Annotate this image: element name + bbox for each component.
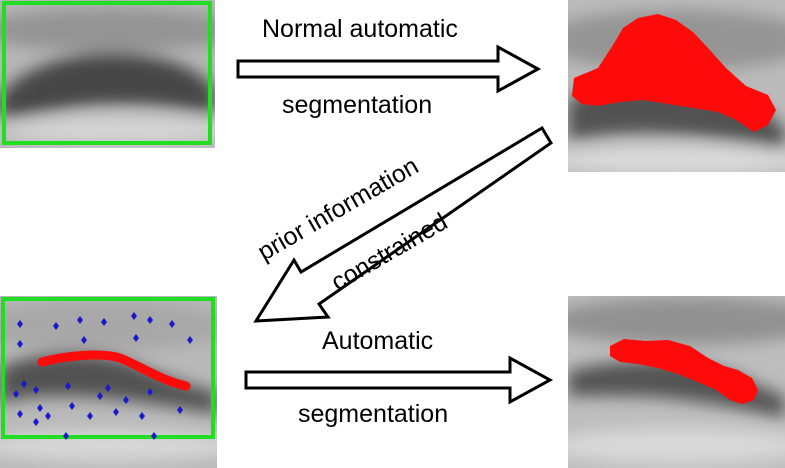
prior-point-marker <box>105 384 111 392</box>
prior-information-panel <box>0 296 217 468</box>
prior-point-marker <box>21 380 27 388</box>
prior-points <box>13 312 193 440</box>
segmentation-region-large <box>572 14 776 132</box>
prior-point-marker <box>151 432 157 440</box>
arrow-right-bottom <box>244 355 554 405</box>
prior-point-marker <box>77 316 83 324</box>
prior-point-marker <box>37 404 43 412</box>
bounding-box <box>2 1 212 145</box>
top-arrow-label-line1: Normal automatic <box>262 15 458 43</box>
prior-point-marker <box>45 412 51 420</box>
prior-point-marker <box>123 396 129 404</box>
prior-point-marker <box>17 410 23 418</box>
prior-point-marker <box>13 390 19 398</box>
prior-point-marker <box>169 320 175 328</box>
prior-point-marker <box>17 340 23 348</box>
prior-curve <box>37 350 191 391</box>
segmentation-region-small <box>610 339 758 404</box>
top-arrow-label-line2: segmentation <box>282 91 433 119</box>
normal-segmentation-panel <box>568 0 785 172</box>
prior-point-marker <box>87 412 93 420</box>
prior-point-marker <box>65 382 71 390</box>
prior-point-marker <box>131 312 137 320</box>
arrow-right-top <box>236 44 542 94</box>
prior-point-marker <box>187 336 193 344</box>
prior-point-marker <box>17 320 23 328</box>
prior-point-marker <box>63 432 69 440</box>
prior-point-marker <box>69 402 75 410</box>
bottom-arrow-label-line1: Automatic <box>322 327 434 355</box>
prior-point-marker <box>101 318 107 326</box>
bottom-arrow-label-line2: segmentation <box>298 400 449 428</box>
arrow-diagonal <box>253 125 554 323</box>
prior-point-marker <box>33 386 39 394</box>
prior-point-marker <box>147 316 153 324</box>
prior-point-marker <box>97 392 103 400</box>
prior-point-marker <box>53 322 59 330</box>
prior-point-marker <box>139 412 145 420</box>
prior-point-marker <box>33 418 39 426</box>
bounding-box <box>1 297 215 439</box>
prior-point-marker <box>113 408 119 416</box>
prior-point-marker <box>133 334 139 342</box>
constrained-segmentation-panel <box>568 296 785 468</box>
prior-point-marker <box>177 406 183 414</box>
prior-point-marker <box>81 336 87 344</box>
prior-point-marker <box>147 388 153 396</box>
input-image-panel <box>0 0 215 148</box>
